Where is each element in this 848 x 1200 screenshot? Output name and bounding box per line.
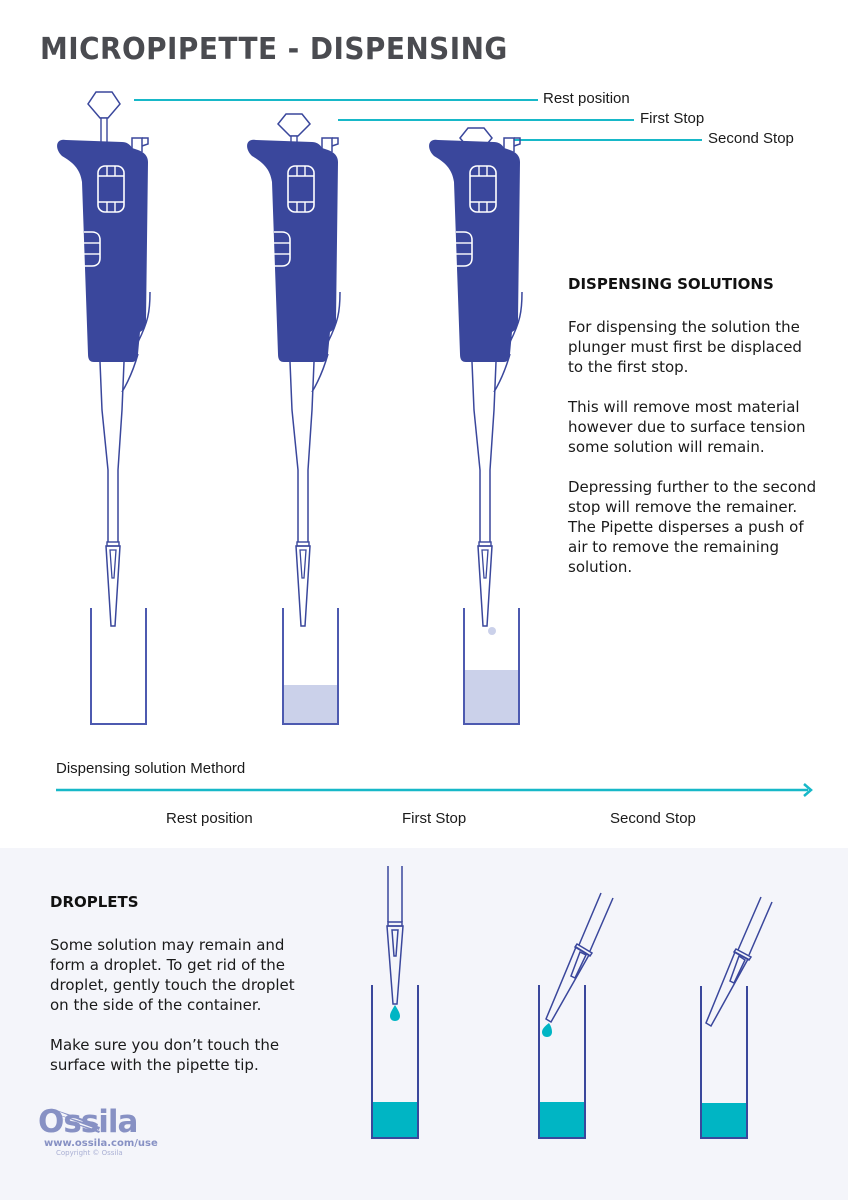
method-label: Dispensing solution Methord xyxy=(56,760,246,777)
ossila-wing-icon xyxy=(50,1108,100,1133)
page-title: MICROPIPETTE - DISPENSING xyxy=(40,32,508,67)
container-rest xyxy=(90,608,147,725)
pipette-second-stop xyxy=(428,127,523,627)
callout-label-rest: Rest position xyxy=(543,90,630,107)
container-first-stop xyxy=(282,608,339,725)
container-second-stop xyxy=(463,608,520,725)
pipette-rest xyxy=(56,91,151,627)
logo-url: www.ossila.com/use xyxy=(44,1138,158,1149)
method-arrow-head xyxy=(803,783,813,797)
dispensing-text: For dispensing the solution the plunger … xyxy=(568,317,818,597)
dispensing-paragraph: For dispensing the solution the plunger … xyxy=(568,318,802,376)
callout-label-second-stop: Second Stop xyxy=(708,130,794,147)
droplet-scene-clean xyxy=(700,896,773,1139)
callout-label-first-stop: First Stop xyxy=(640,110,705,127)
method-step-rest: Rest position xyxy=(166,810,253,827)
droplet-light xyxy=(488,627,496,635)
droplets-paragraph: Some solution may remain and form a drop… xyxy=(50,936,295,1014)
droplets-heading: DROPLETS xyxy=(50,893,139,911)
dispensing-paragraph: This will remove most material however d… xyxy=(568,398,806,456)
method-step-second-stop: Second Stop xyxy=(610,810,696,827)
logo-copyright: Copyright © Ossila xyxy=(56,1149,123,1157)
ossila-logo: Ossila www.ossila.com/use Copyright © Os… xyxy=(38,1106,158,1157)
droplets-text: Some solution may remain and form a drop… xyxy=(50,935,310,1095)
droplet-teal xyxy=(390,1005,400,1021)
dispensing-paragraph: Depressing further to the second stop wi… xyxy=(568,478,817,576)
droplets-paragraph: Make sure you don’t touch the surface wi… xyxy=(50,1036,280,1074)
logo-wordmark: Ossila xyxy=(38,1104,138,1140)
pipette-first-stop xyxy=(246,113,341,627)
method-step-first-stop: First Stop xyxy=(402,810,467,827)
droplet-scene-touching xyxy=(538,892,614,1139)
droplet-scene-hanging xyxy=(371,866,419,1139)
dispensing-heading: DISPENSING SOLUTIONS xyxy=(568,275,774,293)
